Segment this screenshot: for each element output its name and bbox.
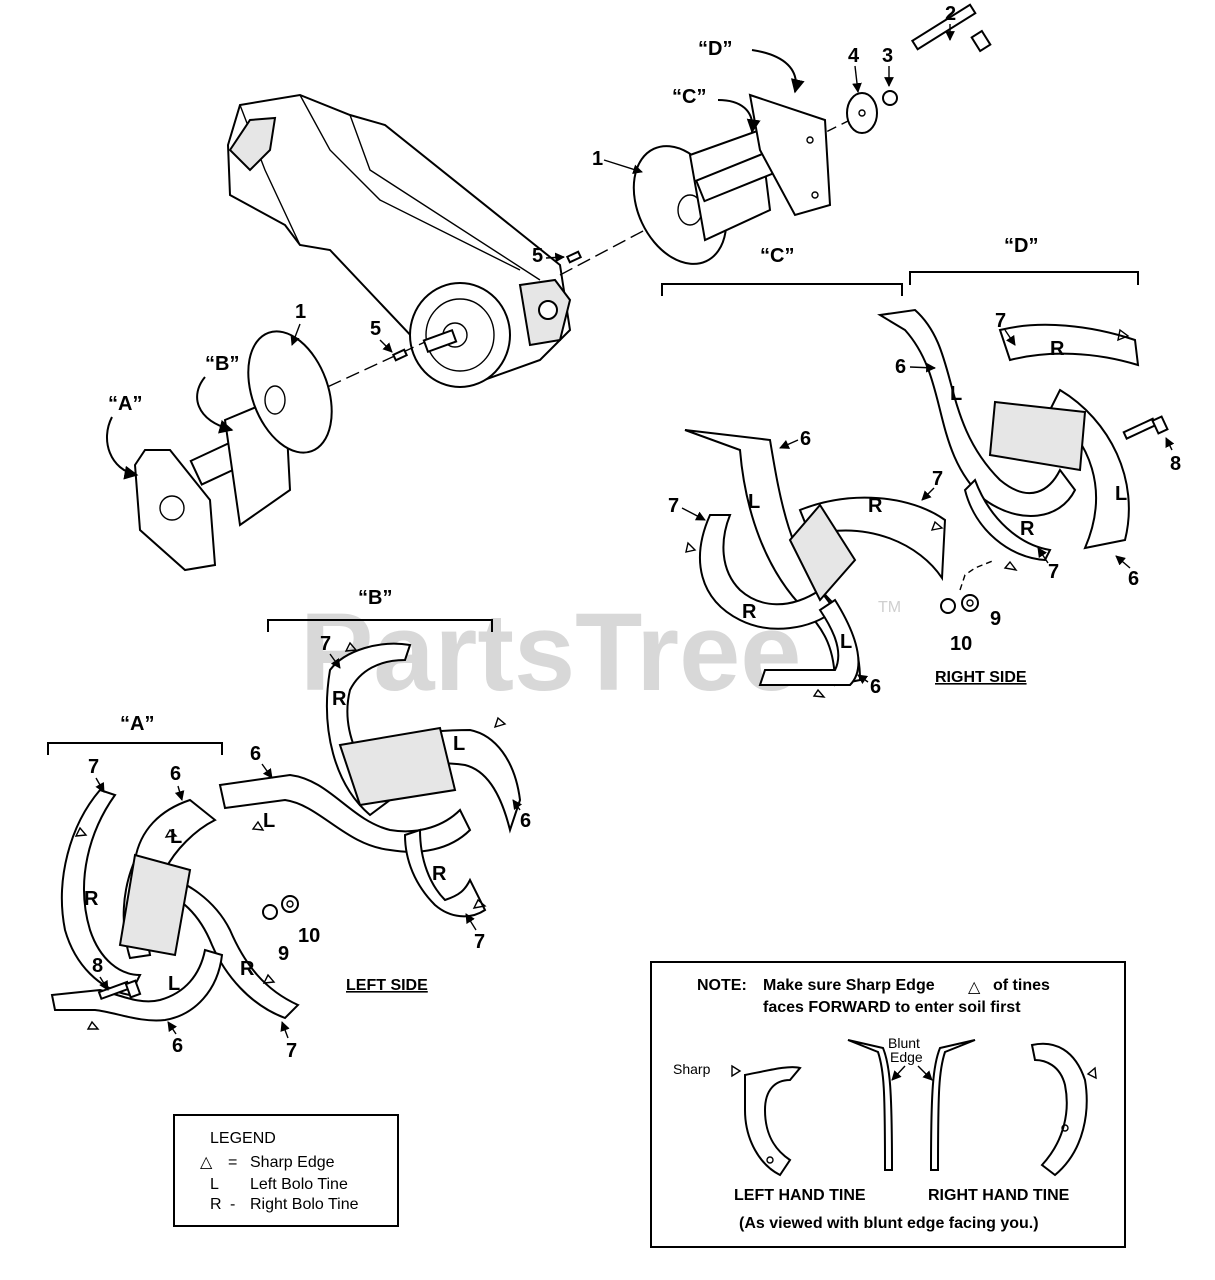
callout-6: 6: [250, 743, 261, 765]
svg-text:Make sure Sharp Edge: Make sure Sharp Edge: [763, 977, 935, 994]
legend-text-right: Right Bolo Tine: [250, 1196, 359, 1213]
group-label-a: “A”: [108, 393, 142, 415]
callout-6: 6: [895, 356, 906, 378]
callout-1-right: 1: [592, 148, 603, 170]
svg-text:L: L: [263, 810, 275, 832]
callout-10: 10: [950, 633, 972, 655]
svg-text:R: R: [868, 495, 883, 517]
svg-text:L: L: [1115, 483, 1127, 505]
bracket-c: “C”: [661, 245, 903, 296]
bolt: [910, 3, 992, 53]
svg-text:L: L: [168, 973, 180, 995]
callout-6: 6: [172, 1035, 183, 1057]
svg-text:R: R: [742, 601, 757, 623]
callout-5-left: 5: [370, 318, 381, 340]
callout-8: 8: [1170, 453, 1181, 475]
callout-7: 7: [474, 931, 485, 953]
legend-box: LEGEND △ = Sharp Edge L Left Bolo Tine R…: [173, 1114, 399, 1227]
tine-set-d: L R L R: [877, 308, 1169, 572]
svg-text:“D”: “D”: [1004, 235, 1038, 257]
group-label-b: “B”: [205, 353, 239, 375]
callout-9: 9: [278, 943, 289, 965]
note-prefix: NOTE:: [697, 977, 747, 994]
sharp-label: Sharp: [673, 1061, 711, 1077]
blunt-label: Blunt: [888, 1035, 920, 1051]
legend-symbol-sharp: △: [200, 1154, 213, 1171]
callout-9: 9: [990, 608, 1001, 630]
svg-text:R: R: [1050, 338, 1065, 360]
nuts-right: [940, 559, 996, 614]
callout-7: 7: [286, 1040, 297, 1062]
legend-text-left: Left Bolo Tine: [250, 1176, 348, 1193]
bracket-a: “A”: [47, 713, 223, 755]
callout-6: 6: [170, 763, 181, 785]
left-hub-assembly: [133, 330, 333, 572]
right-side-label: RIGHT SIDE: [935, 669, 1027, 686]
svg-text:R: R: [84, 888, 99, 910]
svg-text:-: -: [230, 1196, 235, 1213]
svg-text:R: R: [240, 958, 255, 980]
svg-text:faces FORWARD to enter soil fi: faces FORWARD to enter soil first: [763, 999, 1021, 1016]
callout-6: 6: [800, 428, 811, 450]
legend-symbol-right: R: [210, 1196, 222, 1213]
watermark-tm: TM: [878, 599, 901, 616]
svg-text:R: R: [432, 863, 447, 885]
callout-7: 7: [668, 495, 679, 517]
svg-text:L: L: [748, 491, 760, 513]
svg-text:of tines: of tines: [993, 977, 1050, 994]
left-side-label: LEFT SIDE: [346, 977, 428, 994]
transmission-housing: [226, 93, 572, 388]
bracket-b: “B”: [267, 587, 493, 632]
callout-6: 6: [870, 676, 881, 698]
right-hand-tine-label: RIGHT HAND TINE: [928, 1187, 1070, 1204]
legend-symbol-left: L: [210, 1176, 219, 1193]
legend-title: LEGEND: [210, 1130, 276, 1147]
washer: [846, 92, 878, 134]
callout-8: 8: [92, 955, 103, 977]
lock-washer: [882, 90, 898, 106]
callout-1-left: 1: [295, 301, 306, 323]
key: [391, 348, 409, 362]
svg-text:L: L: [170, 826, 182, 848]
callout-5-right: 5: [532, 245, 543, 267]
svg-text:L: L: [840, 631, 852, 653]
bracket-d: “D”: [909, 235, 1139, 285]
svg-text:R: R: [1020, 518, 1035, 540]
edge-label: Edge: [890, 1049, 923, 1065]
svg-text:L: L: [453, 733, 465, 755]
callout-6: 6: [520, 810, 531, 832]
tine-set-b: L L R R: [218, 641, 522, 918]
callout-6: 6: [1128, 568, 1139, 590]
tine-set-c: L R R L: [684, 429, 947, 698]
key: [565, 250, 583, 264]
svg-text:L: L: [950, 383, 962, 405]
note-caption: (As viewed with blunt edge facing you.): [739, 1215, 1039, 1232]
svg-text:“C”: “C”: [760, 245, 794, 267]
callout-7: 7: [995, 310, 1006, 332]
svg-text:“A”: “A”: [120, 713, 154, 735]
svg-text:R: R: [332, 688, 347, 710]
group-label-d: “D”: [698, 38, 732, 60]
callout-10: 10: [298, 925, 320, 947]
callout-3: 3: [882, 45, 893, 67]
nuts-left: [262, 895, 299, 920]
note-box: NOTE: Make sure Sharp Edge △ of tines fa…: [650, 961, 1126, 1248]
group-label-c: “C”: [672, 86, 706, 108]
sharp-edge-symbol: △: [968, 979, 981, 996]
callout-7: 7: [1048, 561, 1059, 583]
svg-text:“B”: “B”: [358, 587, 392, 609]
tine-set-a: L R R L: [50, 788, 300, 1030]
callout-7: 7: [88, 756, 99, 778]
callout-2: 2: [945, 3, 956, 25]
callout-7: 7: [932, 468, 943, 490]
svg-text:=: =: [228, 1154, 237, 1171]
legend-text-sharp: Sharp Edge: [250, 1154, 335, 1171]
left-hand-tine-label: LEFT HAND TINE: [734, 1187, 866, 1204]
callout-7: 7: [320, 633, 331, 655]
right-hub-assembly: [632, 93, 832, 265]
callout-4: 4: [848, 45, 860, 67]
